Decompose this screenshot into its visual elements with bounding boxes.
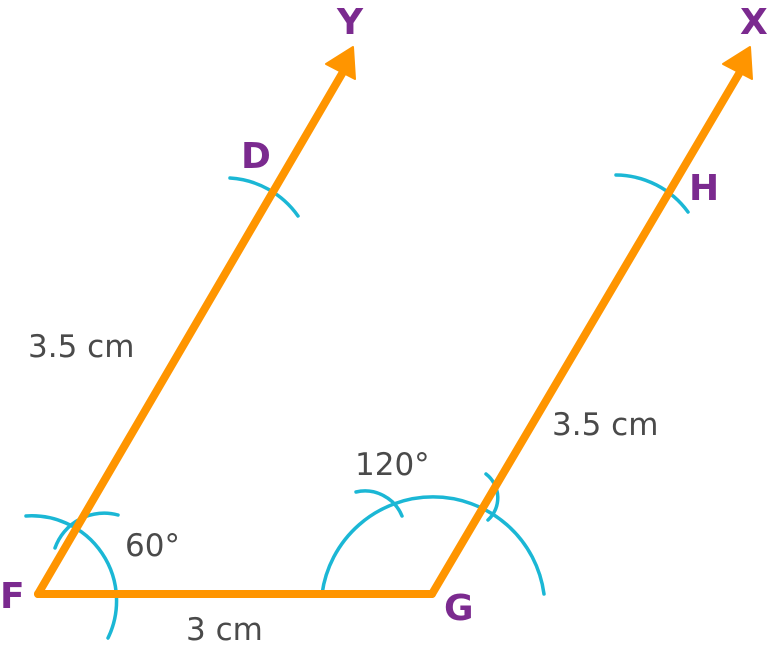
label-point-x: X xyxy=(740,2,768,43)
label-point-h: H xyxy=(689,168,719,209)
arrowhead-x xyxy=(722,46,753,80)
arc-at-g-small xyxy=(354,489,404,518)
label-gh-length: 3.5 cm xyxy=(552,407,658,443)
ray-fy xyxy=(34,68,347,598)
measure-labels: 3.5 cm 3.5 cm 3 cm 60° 120° xyxy=(28,329,658,648)
label-point-f: F xyxy=(0,576,25,617)
ray-gx xyxy=(428,68,744,598)
label-fd-length: 3.5 cm xyxy=(28,329,134,365)
point-labels: Y X D H F G xyxy=(0,2,768,629)
arc-on-gx xyxy=(484,472,500,522)
label-point-y: Y xyxy=(336,2,364,43)
construction-arcs xyxy=(24,173,690,640)
arc-at-g xyxy=(320,495,546,596)
arc-mark-d xyxy=(228,176,300,218)
arc-at-f xyxy=(24,514,119,640)
label-angle-g: 120° xyxy=(355,447,430,483)
arrowhead-y xyxy=(325,46,356,80)
construction-lines xyxy=(34,68,744,598)
label-angle-f: 60° xyxy=(125,528,180,564)
arc-mark-h xyxy=(614,173,690,214)
label-point-d: D xyxy=(241,136,271,177)
label-point-g: G xyxy=(444,588,474,629)
arrowheads xyxy=(325,46,753,80)
label-fg-length: 3 cm xyxy=(186,612,263,648)
